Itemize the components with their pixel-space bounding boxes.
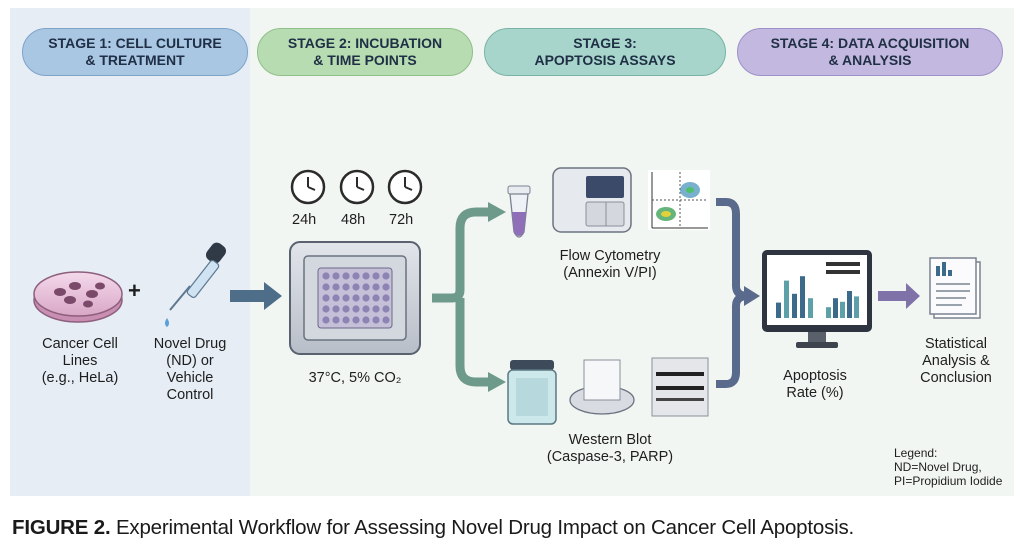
well bbox=[342, 294, 350, 302]
monitor-chart-bar bbox=[808, 298, 813, 318]
well bbox=[382, 316, 390, 324]
well bbox=[352, 283, 360, 291]
stage-3-header: STAGE 3: APOPTOSIS ASSAYS bbox=[484, 28, 726, 76]
well bbox=[362, 305, 370, 313]
western-blot-image bbox=[651, 357, 709, 417]
cancer-cell-lines-label: Cancer Cell Lines (e.g., HeLa) bbox=[41, 336, 119, 386]
well bbox=[362, 272, 370, 280]
monitor-chart-bar bbox=[833, 298, 838, 318]
monitor-icon bbox=[762, 250, 872, 348]
well bbox=[372, 294, 380, 302]
western-blot-label: Western Blot (Caspase-3, PARP) bbox=[546, 432, 674, 465]
time-point-24h: 24h bbox=[292, 212, 317, 228]
clock-icon bbox=[290, 169, 326, 205]
time-point-72h: 72h bbox=[389, 212, 414, 228]
well bbox=[342, 316, 350, 324]
statistical-analysis-label: Statistical Analysis & Conclusion bbox=[920, 336, 992, 386]
well bbox=[372, 316, 380, 324]
monitor-chart-bar bbox=[800, 276, 805, 318]
apoptosis-rate-label: Apoptosis Rate (%) bbox=[783, 368, 847, 401]
well bbox=[352, 294, 360, 302]
monitor-chart-bar bbox=[776, 302, 781, 318]
merge-arrows bbox=[716, 198, 749, 388]
well bbox=[372, 305, 380, 313]
clock-icons bbox=[290, 169, 423, 205]
incubator-label: 37°C, 5% CO₂ bbox=[308, 370, 402, 386]
clock-icon bbox=[339, 169, 375, 205]
flow-cytometer-icon bbox=[552, 167, 632, 233]
time-point-48h: 48h bbox=[341, 212, 366, 228]
monitor-chart-bar bbox=[792, 293, 797, 318]
well bbox=[332, 294, 340, 302]
well bbox=[332, 316, 340, 324]
monitor-chart-bar bbox=[847, 291, 852, 318]
clock-icon bbox=[387, 169, 423, 205]
stage-1-header: STAGE 1: CELL CULTURE & TREATMENT bbox=[22, 28, 248, 76]
monitor-chart-bar bbox=[840, 301, 845, 318]
novel-drug-label: Novel Drug (ND) or Vehicle Control bbox=[153, 336, 227, 403]
well bbox=[322, 272, 330, 280]
incubator-icon bbox=[289, 241, 421, 355]
stage-2-header: STAGE 2: INCUBATION & TIME POINTS bbox=[257, 28, 473, 76]
monitor-chart-bar bbox=[854, 296, 859, 318]
well bbox=[322, 283, 330, 291]
report-document-icon bbox=[929, 257, 981, 319]
well bbox=[382, 283, 390, 291]
legend: Legend: ND=Novel Drug, PI=Propidium Iodi… bbox=[894, 446, 1003, 488]
stage-4-header: STAGE 4: DATA ACQUISITION & ANALYSIS bbox=[737, 28, 1003, 76]
monitor-chart-bar bbox=[784, 280, 789, 318]
blot-tank-icon bbox=[507, 360, 557, 425]
well bbox=[332, 305, 340, 313]
well bbox=[372, 272, 380, 280]
arrow-to-report bbox=[878, 283, 920, 309]
blot-membrane-icon bbox=[569, 359, 635, 415]
dropper-icon bbox=[165, 242, 227, 327]
well bbox=[352, 316, 360, 324]
well bbox=[382, 305, 390, 313]
well bbox=[362, 283, 370, 291]
well bbox=[382, 294, 390, 302]
monitor-chart-bar bbox=[826, 307, 831, 318]
well bbox=[342, 283, 350, 291]
well bbox=[382, 272, 390, 280]
branch-arrows bbox=[432, 207, 490, 387]
well bbox=[322, 305, 330, 313]
plus-sign: + bbox=[128, 278, 141, 303]
well bbox=[352, 305, 360, 313]
well bbox=[322, 294, 330, 302]
well bbox=[342, 305, 350, 313]
well bbox=[352, 272, 360, 280]
well bbox=[342, 272, 350, 280]
well bbox=[322, 316, 330, 324]
well bbox=[362, 316, 370, 324]
flow-cytometry-label: Flow Cytometry (Annexin V/PI) bbox=[559, 248, 661, 281]
well bbox=[332, 272, 340, 280]
caption-figure-number: FIGURE 2. bbox=[12, 516, 111, 539]
arrow-to-incubator bbox=[230, 282, 282, 310]
well bbox=[362, 294, 370, 302]
tube-icon bbox=[507, 185, 531, 238]
figure-caption: FIGURE 2. Experimental Workflow for Asse… bbox=[12, 516, 854, 540]
caption-text: Experimental Workflow for Assessing Nove… bbox=[110, 516, 855, 539]
well bbox=[372, 283, 380, 291]
petri-dish-icon bbox=[33, 271, 123, 323]
well bbox=[332, 283, 340, 291]
scatter-plot-icon bbox=[648, 170, 710, 230]
